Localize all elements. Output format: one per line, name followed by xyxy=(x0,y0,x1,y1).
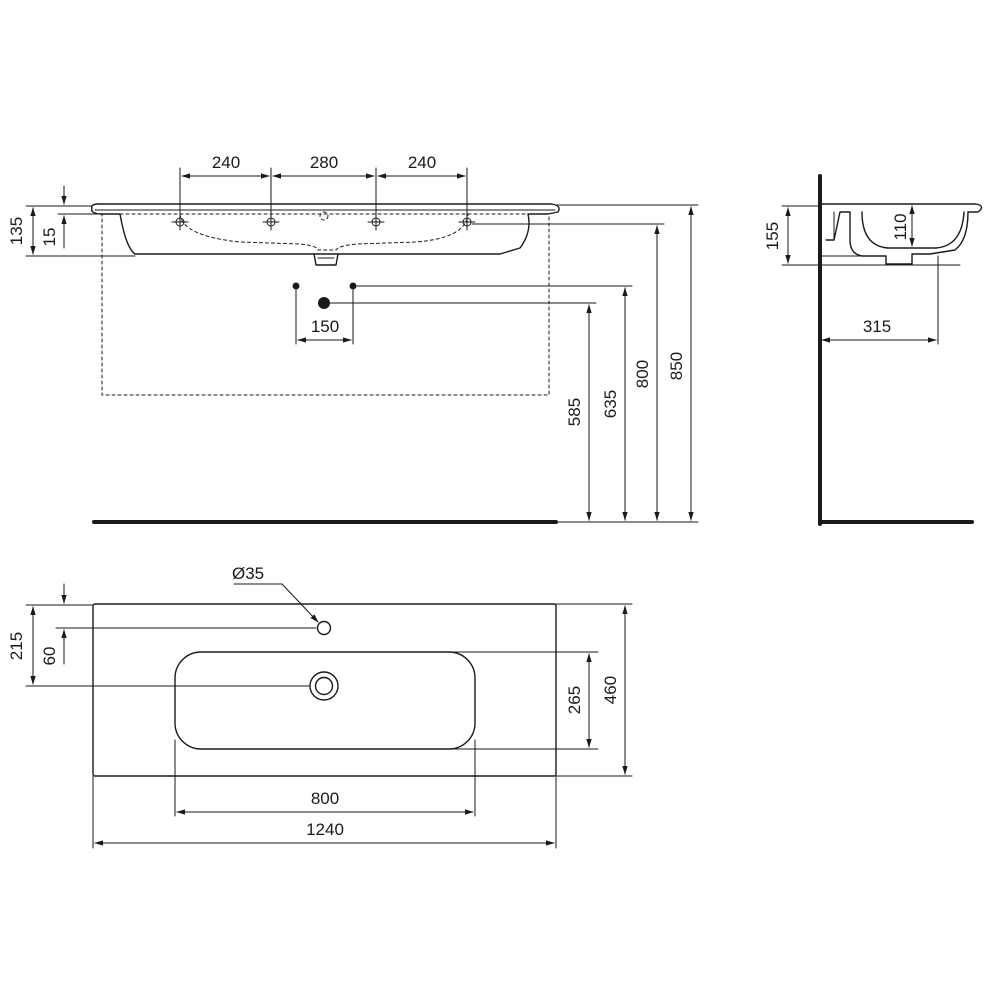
dim-tap-spacing-right: 240 xyxy=(408,153,436,172)
waste-connection-point xyxy=(318,297,330,309)
washbasin-top-outline xyxy=(92,603,557,777)
cabinet-outline xyxy=(101,213,550,396)
waste-outlet xyxy=(313,253,339,266)
dim-projection: 315 xyxy=(863,317,891,336)
side-view: 155 110 315 xyxy=(763,174,983,526)
dim-height-585: 585 xyxy=(565,398,584,426)
tap-hole xyxy=(316,620,332,636)
dim-bowl-depth: 110 xyxy=(891,213,910,240)
front-view: 240 280 240 135 15 150 xyxy=(7,153,699,524)
dim-rim-thickness: 15 xyxy=(40,228,59,247)
washbasin-side-outline xyxy=(821,203,983,265)
dim-side-height: 155 xyxy=(763,222,782,250)
dim-height-800: 800 xyxy=(633,360,652,388)
dim-bowl-depth-top: 265 xyxy=(565,686,584,714)
dim-edge-to-drain: 215 xyxy=(7,632,26,660)
dim-bowl-width: 800 xyxy=(311,789,339,808)
dim-tap-hole-diameter: Ø35 xyxy=(232,564,264,583)
drain-inner xyxy=(314,676,334,696)
dim-overall-depth: 460 xyxy=(601,676,620,704)
dim-height-850: 850 xyxy=(667,352,686,380)
dim-height-635: 635 xyxy=(601,390,620,418)
dim-overall-width: 1240 xyxy=(306,820,344,839)
washbasin-front-outline xyxy=(90,203,560,255)
drain-outer xyxy=(309,671,339,701)
connection-point-right xyxy=(349,282,357,290)
dim-waste-spacing: 150 xyxy=(311,317,339,336)
dim-edge-to-tap-hole: 60 xyxy=(40,647,59,666)
dim-tap-spacing-middle: 280 xyxy=(310,153,338,172)
dim-basin-height: 135 xyxy=(7,217,26,245)
dim-tap-spacing-left: 240 xyxy=(212,153,240,172)
tap-hole-marks xyxy=(171,211,476,231)
bowl-hidden-line xyxy=(179,213,469,251)
top-view: Ø35 215 60 265 460 xyxy=(7,564,633,849)
connection-point-left xyxy=(292,282,300,290)
